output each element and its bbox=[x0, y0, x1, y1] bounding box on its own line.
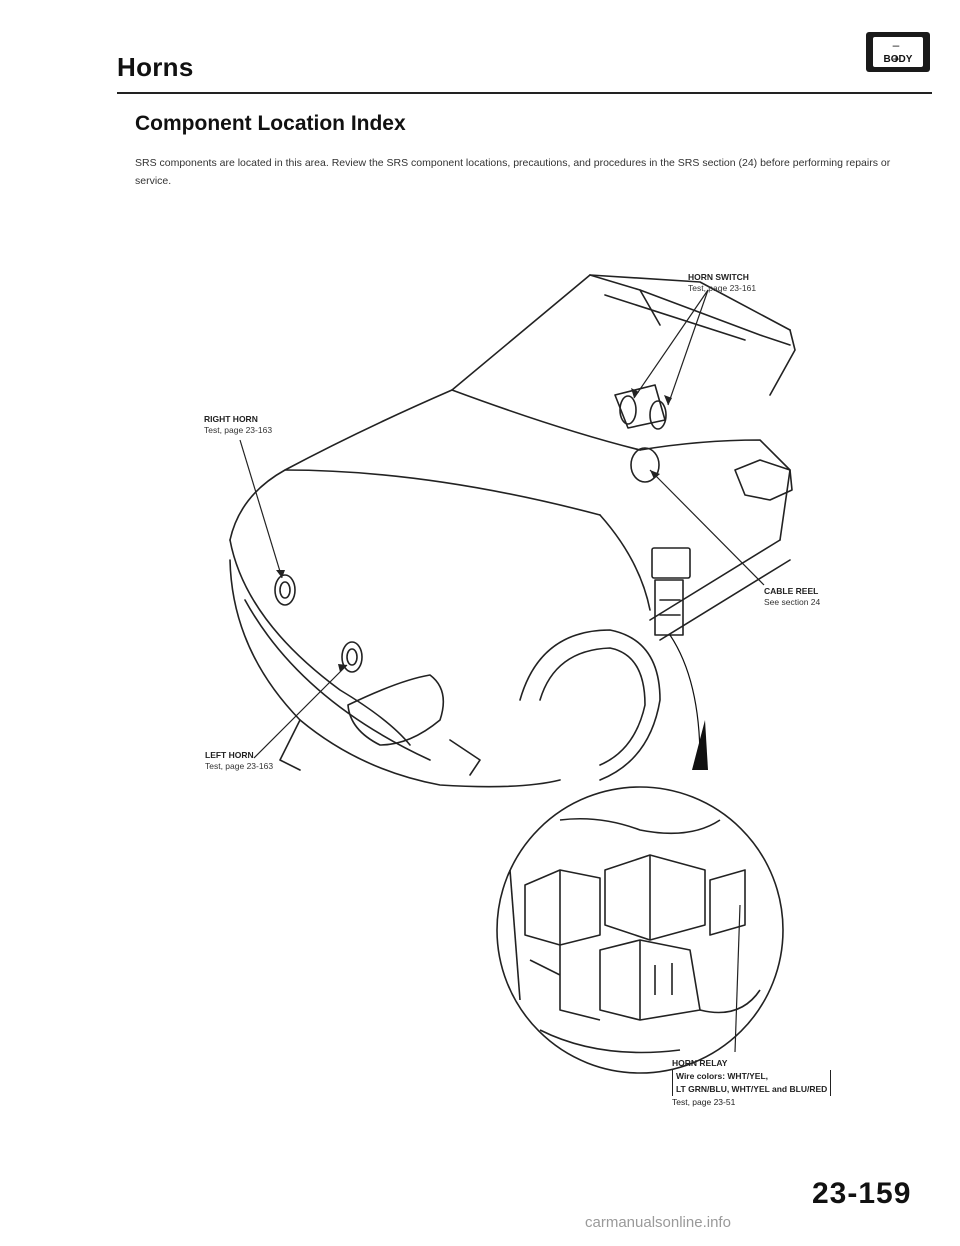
cable-reel-ref[interactable]: See section 24 bbox=[764, 597, 821, 607]
horn-switch-name: HORN SWITCH bbox=[688, 272, 749, 282]
badge-label: BODY bbox=[883, 54, 913, 65]
left-horn-callout: LEFT HORN Test, page 23-163 bbox=[205, 750, 273, 772]
horn-switch-ref[interactable]: Test, page 23-161 bbox=[688, 283, 757, 293]
section-title: Component Location Index bbox=[135, 112, 406, 135]
page-number: 23-159 bbox=[812, 1177, 912, 1210]
horn-relay-ref[interactable]: Test, page 23-51 bbox=[672, 1097, 736, 1107]
battery-terminals: – + bbox=[892, 38, 914, 66]
left-horn-ref[interactable]: Test, page 23-163 bbox=[205, 761, 274, 771]
horn-relay-callout: HORN RELAY Wire colors: WHT/YEL, LT GRN/… bbox=[672, 1057, 832, 1109]
page-title: Horns bbox=[117, 52, 194, 82]
right-horn-ref[interactable]: Test, page 23-163 bbox=[204, 425, 273, 435]
left-horn-name: LEFT HORN bbox=[205, 750, 254, 760]
watermark: carmanualsonline.info bbox=[585, 1214, 731, 1231]
horn-relay-name: HORN RELAY bbox=[672, 1058, 728, 1068]
header-divider bbox=[117, 92, 932, 94]
horn-relay-wire-colors: Wire colors: WHT/YEL, LT GRN/BLU, WHT/YE… bbox=[672, 1070, 832, 1096]
right-horn-name: RIGHT HORN bbox=[204, 414, 258, 424]
cable-reel-name: CABLE REEL bbox=[764, 586, 819, 596]
srs-notice: SRS components are located in this area.… bbox=[135, 157, 891, 187]
wire-colors-line-2: LT GRN/BLU, WHT/YEL and BLU/RED bbox=[676, 1084, 828, 1094]
right-horn-callout: RIGHT HORN Test, page 23-163 bbox=[204, 414, 272, 436]
battery-icon: – + BODY bbox=[873, 37, 923, 67]
horn-switch-callout: HORN SWITCH Test, page 23-161 bbox=[688, 272, 756, 294]
wire-colors-line-1: Wire colors: WHT/YEL, bbox=[676, 1071, 769, 1081]
body-section-badge: – + BODY bbox=[866, 32, 930, 72]
cable-reel-callout: CABLE REEL See section 24 bbox=[764, 586, 820, 608]
